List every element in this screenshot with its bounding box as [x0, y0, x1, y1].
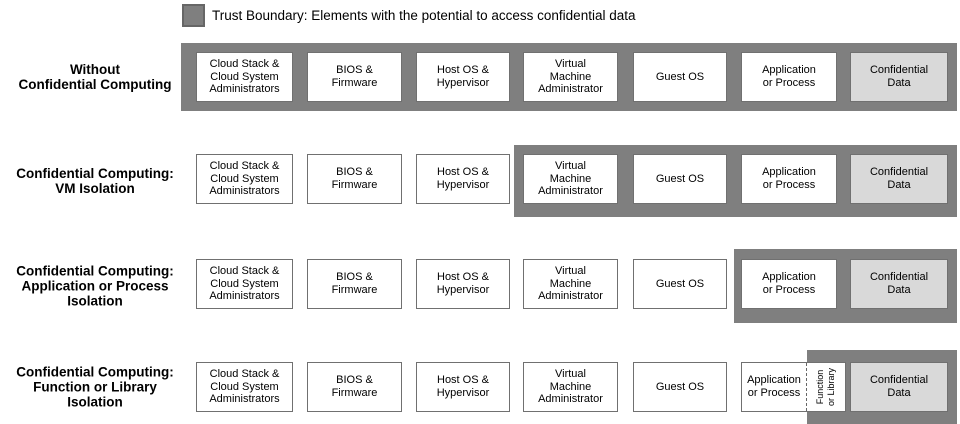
- host-os-hypervisor-box: Host OS & Hypervisor: [416, 154, 510, 204]
- bios-firmware-box: BIOS & Firmware: [307, 52, 402, 102]
- confidential-data-box: Confidential Data: [850, 362, 948, 412]
- guest-os-box: Guest OS: [633, 52, 727, 102]
- application-process-box: Application or Process: [741, 259, 837, 309]
- row-label: Confidential Computing: Function or Libr…: [16, 364, 174, 410]
- cloud-admins-box: Cloud Stack & Cloud System Administrator…: [196, 52, 293, 102]
- row-vm-isolation: Confidential Computing: VM Isolation Clo…: [0, 145, 960, 217]
- confidential-data-box: Confidential Data: [850, 52, 948, 102]
- guest-os-box: Guest OS: [633, 259, 727, 309]
- bios-firmware-box: BIOS & Firmware: [307, 259, 402, 309]
- row-label: Without Confidential Computing: [18, 61, 172, 92]
- host-os-hypervisor-box: Host OS & Hypervisor: [416, 362, 510, 412]
- function-library-section: Function or Library: [807, 363, 845, 411]
- trust-boundary-legend-label: Trust Boundary: Elements with the potent…: [212, 8, 636, 23]
- trust-boundary-swatch-icon: [182, 4, 205, 27]
- vm-administrator-box: Virtual Machine Administrator: [523, 52, 618, 102]
- bios-firmware-box: BIOS & Firmware: [307, 362, 402, 412]
- confidential-data-box: Confidential Data: [850, 259, 948, 309]
- row-label: Confidential Computing: VM Isolation: [16, 165, 174, 196]
- guest-os-box: Guest OS: [633, 362, 727, 412]
- trust-boundary-legend: Trust Boundary: Elements with the potent…: [182, 4, 635, 27]
- confidential-data-box: Confidential Data: [850, 154, 948, 204]
- application-process-box: Application or Process: [741, 52, 837, 102]
- vm-administrator-box: Virtual Machine Administrator: [523, 259, 618, 309]
- cloud-admins-box: Cloud Stack & Cloud System Administrator…: [196, 259, 293, 309]
- host-os-hypervisor-box: Host OS & Hypervisor: [416, 259, 510, 309]
- bios-firmware-box: BIOS & Firmware: [307, 154, 402, 204]
- row-application-process-isolation: Confidential Computing: Application or P…: [0, 249, 960, 323]
- cloud-admins-box: Cloud Stack & Cloud System Administrator…: [196, 154, 293, 204]
- vm-administrator-box: Virtual Machine Administrator: [523, 362, 618, 412]
- application-process-function-library-box: Application or Process Function or Libra…: [741, 362, 846, 412]
- cloud-admins-box: Cloud Stack & Cloud System Administrator…: [196, 362, 293, 412]
- application-process-box: Application or Process: [741, 154, 837, 204]
- vm-administrator-box: Virtual Machine Administrator: [523, 154, 618, 204]
- function-library-label: Function or Library: [814, 367, 836, 407]
- guest-os-box: Guest OS: [633, 154, 727, 204]
- host-os-hypervisor-box: Host OS & Hypervisor: [416, 52, 510, 102]
- row-without-confidential-computing: Without Confidential Computing Cloud Sta…: [0, 43, 960, 111]
- application-process-section: Application or Process: [742, 363, 807, 411]
- row-function-library-isolation: Confidential Computing: Function or Libr…: [0, 350, 960, 424]
- row-label: Confidential Computing: Application or P…: [16, 263, 174, 309]
